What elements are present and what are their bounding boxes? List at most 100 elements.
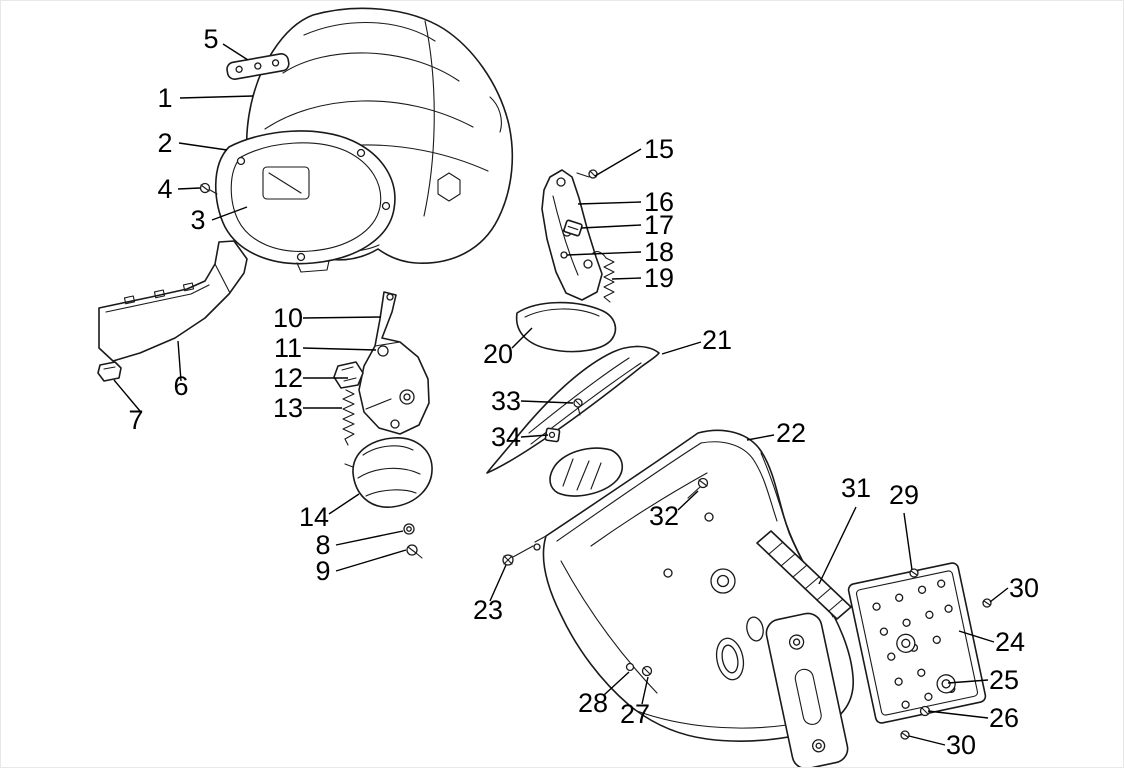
leader-line-3 <box>211 206 248 221</box>
callout-label-32: 32 <box>649 501 679 531</box>
part-clip-7 <box>97 361 122 382</box>
part-screw-30-bottom <box>900 730 910 740</box>
leader-line-14 <box>328 493 360 515</box>
part-block-12 <box>333 361 364 389</box>
part-small-cover-14 <box>344 437 433 508</box>
callout-label-21: 21 <box>702 325 732 355</box>
part-screw-32 <box>687 477 709 499</box>
leader-line-11 <box>302 347 377 351</box>
callout-label-16: 16 <box>644 187 674 217</box>
callout-label-29: 29 <box>889 480 919 510</box>
part-pad-17 <box>563 219 583 237</box>
part-screw-27 <box>641 665 653 677</box>
callout-label-31: 31 <box>841 473 871 503</box>
callout-label-7: 7 <box>128 405 143 435</box>
part-screw-23 <box>502 545 534 566</box>
callout-label-17: 17 <box>644 210 674 240</box>
part-side-trim <box>98 240 248 362</box>
leader-line-25 <box>947 679 989 684</box>
callout-label-8: 8 <box>315 530 330 560</box>
leader-line-28 <box>603 671 630 696</box>
leader-line-5 <box>222 43 249 61</box>
leader-line-29 <box>903 512 913 571</box>
callout-label-2: 2 <box>157 128 172 158</box>
leader-line-19 <box>611 277 642 280</box>
callout-label-1: 1 <box>157 83 172 113</box>
leader-line-23 <box>489 564 507 602</box>
part-screw-4 <box>199 182 218 195</box>
leader-line-17 <box>580 224 642 229</box>
part-pivot-18 <box>560 251 568 259</box>
leader-line-6 <box>177 340 182 382</box>
callout-label-6: 6 <box>173 371 188 401</box>
part-trim-21 <box>486 345 660 497</box>
callout-label-20: 20 <box>483 339 513 369</box>
callout-label-9: 9 <box>315 556 330 586</box>
callout-label-14: 14 <box>299 502 329 532</box>
callout-label-27: 27 <box>620 699 650 729</box>
callout-label-34: 34 <box>491 422 521 452</box>
callout-labels: 1 2 3 4 5 6 7 8 9 10 11 12 13 14 15 16 1… <box>128 24 1039 760</box>
leader-line-8 <box>335 530 404 546</box>
leader-line-22 <box>746 434 775 441</box>
part-screw-15 <box>576 169 598 179</box>
leader-lines <box>113 43 1009 746</box>
callout-label-18: 18 <box>644 237 674 267</box>
part-step-strip <box>756 530 852 620</box>
leader-line-32 <box>677 490 699 511</box>
part-washer-28 <box>625 662 635 672</box>
leader-line-30b <box>908 735 946 746</box>
leader-line-2 <box>178 142 228 151</box>
leader-line-10 <box>302 316 382 319</box>
leader-line-30a <box>989 587 1009 603</box>
leader-line-34 <box>520 434 549 438</box>
part-screw-33 <box>573 398 583 416</box>
callout-label-23: 23 <box>473 595 503 625</box>
part-top-bracket <box>226 53 290 80</box>
callout-label-15: 15 <box>644 134 674 164</box>
callout-label-19: 19 <box>644 263 674 293</box>
leader-line-31 <box>818 506 857 585</box>
callout-label-3: 3 <box>190 205 205 235</box>
part-latch-bracket <box>541 169 603 301</box>
leader-line-1 <box>179 95 254 99</box>
leader-line-9 <box>335 549 407 572</box>
callout-label-25: 25 <box>989 665 1019 695</box>
leader-line-7 <box>113 379 141 412</box>
leader-line-24 <box>958 630 995 643</box>
callout-label-13: 13 <box>273 393 303 423</box>
callout-label-33: 33 <box>491 386 521 416</box>
part-cover-frame <box>214 130 396 273</box>
callout-label-11: 11 <box>274 333 302 363</box>
leader-line-26 <box>927 710 989 719</box>
leader-line-27 <box>641 676 649 705</box>
leader-line-16 <box>577 201 642 205</box>
callout-label-30-right: 30 <box>1009 573 1039 603</box>
leader-line-21 <box>661 341 702 355</box>
callout-label-28: 28 <box>578 688 608 718</box>
leader-line-33 <box>520 400 574 404</box>
callout-label-10: 10 <box>273 303 303 333</box>
part-washer-8 <box>403 523 415 535</box>
part-strip-20 <box>515 301 617 353</box>
part-spring-13 <box>342 389 355 446</box>
callout-label-26: 26 <box>989 703 1019 733</box>
part-clipnut-34 <box>544 427 561 443</box>
leader-line-15 <box>594 148 642 177</box>
part-screw-30-right <box>982 598 992 608</box>
callout-label-5: 5 <box>203 24 218 54</box>
part-screw-29 <box>909 568 919 578</box>
callout-label-4: 4 <box>157 174 172 204</box>
part-plate-bracket <box>765 612 849 767</box>
part-mounting-plate <box>847 562 987 724</box>
leader-line-18 <box>566 251 642 256</box>
callout-label-30-bottom: 30 <box>946 730 976 760</box>
leader-line-4 <box>177 187 201 190</box>
hex-logo <box>437 172 461 202</box>
callout-label-24: 24 <box>995 627 1025 657</box>
part-spring-19 <box>592 251 615 303</box>
callout-label-22: 22 <box>776 418 806 448</box>
part-hinge-bracket <box>358 291 430 435</box>
